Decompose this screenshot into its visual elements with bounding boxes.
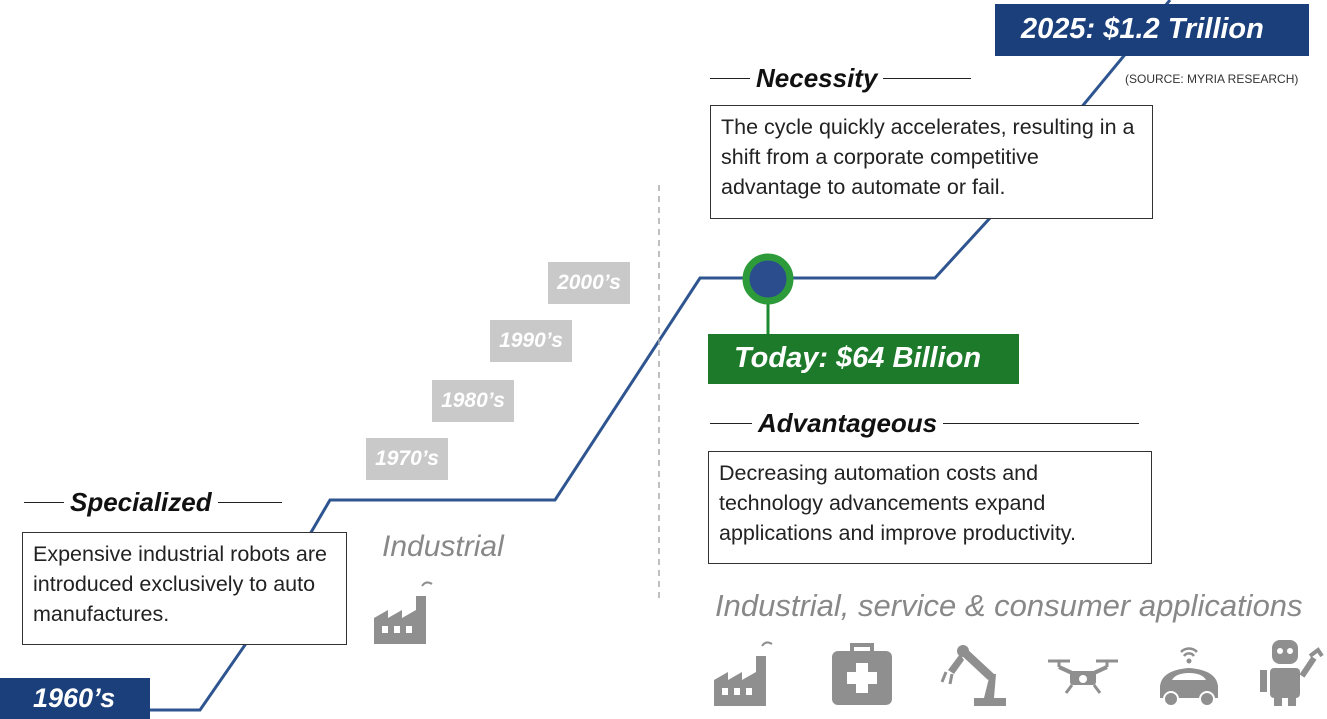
industrial-caption: Industrial bbox=[382, 530, 504, 563]
advantageous-heading: Advantageous bbox=[710, 408, 1140, 439]
robotic-arm-icon bbox=[940, 645, 1006, 706]
connected-car-icon bbox=[1160, 647, 1218, 707]
start-banner: 1960’s bbox=[0, 678, 150, 719]
necessity-heading: Necessity bbox=[710, 63, 972, 94]
source-note: (SOURCE: MYRIA RESEARCH) bbox=[1125, 72, 1299, 86]
forecast-banner: 2025: $1.2 Trillion bbox=[995, 4, 1309, 56]
today-marker bbox=[742, 253, 794, 305]
decade-label-2000s: 2000’s bbox=[548, 262, 630, 304]
decade-label-1990s: 1990’s bbox=[490, 320, 572, 362]
advantageous-description: Decreasing automation costs and technolo… bbox=[708, 451, 1152, 564]
applications-caption: Industrial, service & consumer applicati… bbox=[715, 588, 1303, 623]
decade-label-1980s: 1980’s bbox=[432, 380, 514, 422]
specialized-heading: Specialized bbox=[24, 487, 282, 518]
service-robot-icon bbox=[1260, 640, 1324, 706]
necessity-description: The cycle quickly accelerates, resulting… bbox=[710, 105, 1153, 219]
medical-kit-icon bbox=[832, 643, 892, 705]
decade-label-1970s: 1970’s bbox=[366, 438, 448, 480]
factory-icon bbox=[374, 581, 433, 644]
specialized-description: Expensive industrial robots are introduc… bbox=[22, 532, 347, 645]
factory-icon bbox=[714, 641, 773, 706]
growth-line bbox=[140, 0, 1172, 712]
drone-icon bbox=[1048, 659, 1118, 694]
today-banner: Today: $64 Billion bbox=[708, 334, 1019, 384]
